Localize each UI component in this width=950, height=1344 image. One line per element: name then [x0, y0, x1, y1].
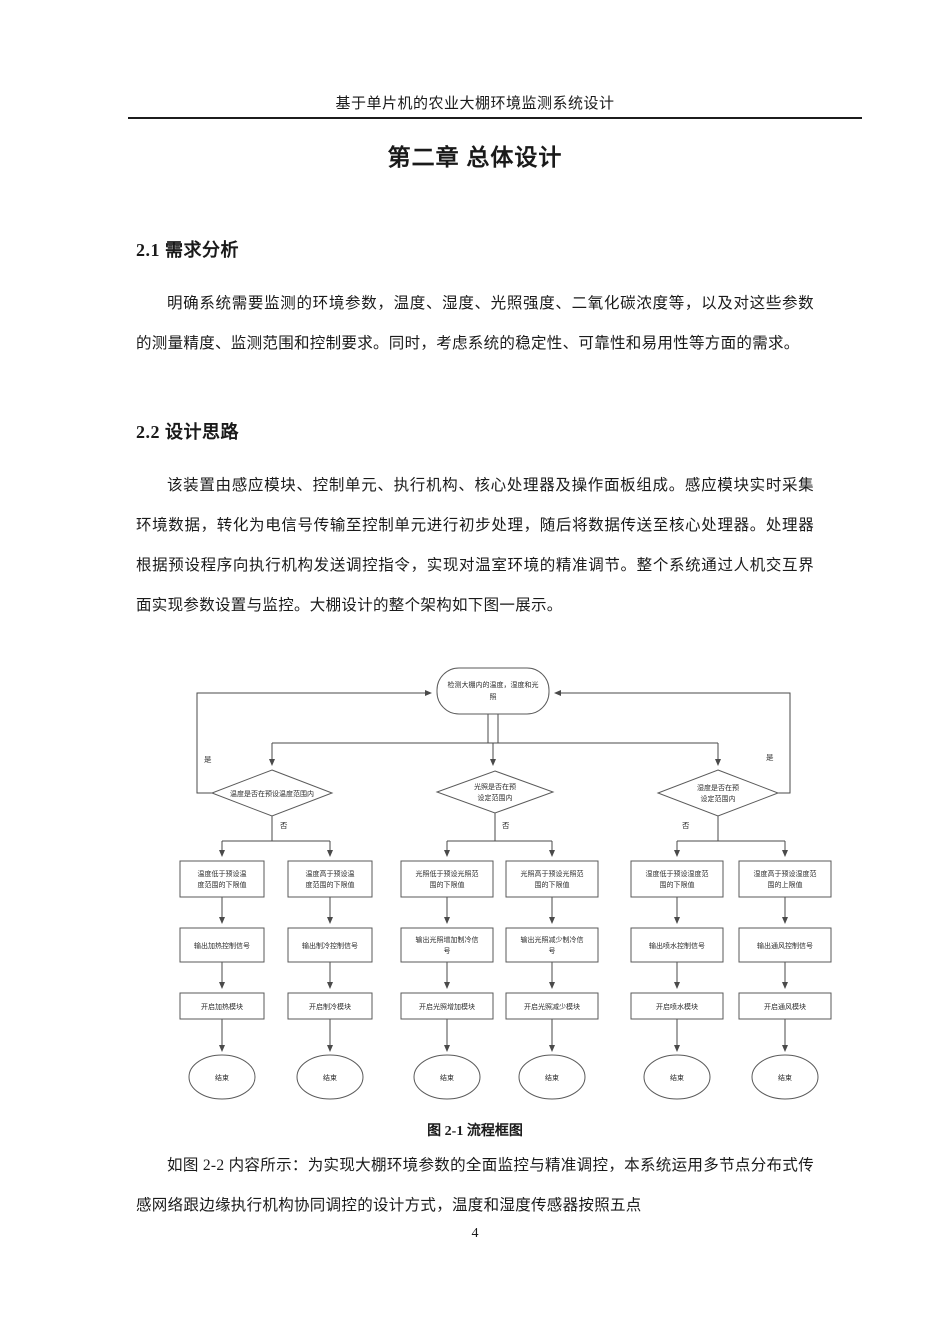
flow-column-heating: 温度低于预设温 度范围的下限值 输出加热控制信号 开启加热模块 结束 — [179, 860, 265, 1100]
page-number: 4 — [471, 1226, 479, 1241]
flow-column-spray: 湿度低于预设湿度范 围的下限值 输出喷水控制信号 开启喷水模块 结束 — [630, 860, 724, 1100]
start-node: 检测大棚内的温度，湿度和光 照 — [436, 667, 550, 715]
signal-box: 输出加热控制信号 — [194, 941, 250, 950]
page-header: 基于单片机的农业大棚环境监测系统设计 — [335, 96, 615, 112]
header-divider — [128, 117, 862, 119]
condition-box: 湿度高于预设湿度范 — [754, 869, 817, 878]
flowchart-figure: 检测大棚内的温度，湿度和光 照 温度是否在预设温度范围内 光照是否在预 设定范围… — [179, 667, 832, 1100]
flow-column-light-increase: 光照低于预设光照范 围的下限值 输出光照增加制冷信 号 开启光照增加模块 结束 — [400, 860, 494, 1100]
module-box: 开启喷水模块 — [656, 1002, 698, 1011]
condition-box: 光照低于预设光照范 — [416, 869, 479, 878]
decision-light: 光照是否在预 设定范围内 — [435, 770, 555, 814]
decision-humidity-label1: 湿度是否在预 — [697, 783, 739, 792]
signal-box: 输出制冷控制信号 — [302, 941, 358, 950]
condition-box: 温度低于预设温 — [198, 869, 247, 878]
no-label-right: 否 — [682, 821, 690, 830]
decision-temperature-label: 温度是否在预设温度范围内 — [230, 789, 314, 798]
signal-box: 输出光照减少制冷信 — [521, 935, 584, 944]
condition-box-line2: 度范围的下限值 — [198, 880, 247, 889]
decision-light-label1: 光照是否在预 — [474, 782, 516, 791]
condition-box-line2: 围的下限值 — [535, 880, 570, 889]
condition-box: 光照高于预设光照范 — [521, 869, 584, 878]
module-box: 开启光照减少模块 — [524, 1002, 580, 1011]
condition-box-line2: 围的上限值 — [768, 880, 803, 889]
signal-box-line2: 号 — [549, 947, 556, 955]
figure-caption: 图 2-1 流程框图 — [427, 1124, 523, 1139]
condition-box: 湿度低于预设湿度范 — [646, 869, 709, 878]
end-terminal: 结束 — [778, 1073, 792, 1082]
decision-humidity-label2: 设定范围内 — [701, 794, 736, 803]
end-terminal: 结束 — [670, 1073, 684, 1082]
flow-column-ventilation: 湿度高于预设湿度范 围的上限值 输出通风控制信号 开启通风模块 结束 — [738, 860, 832, 1100]
start-node-line2: 照 — [490, 693, 497, 701]
paragraph-closing: 如图 2-2 内容所示：为实现大棚环境参数的全面监控与精准调控，本系统运用多节点… — [136, 1157, 814, 1214]
section-heading-2-1: 2.1 需求分析 — [136, 240, 239, 260]
no-label-left: 否 — [280, 821, 288, 830]
section-heading-2-2: 2.2 设计思路 — [136, 422, 239, 442]
chapter-title: 第二章 总体设计 — [387, 145, 563, 170]
yes-label-left: 是 — [204, 755, 212, 764]
decision-temperature: 温度是否在预设温度范围内 — [210, 769, 334, 817]
condition-box-line2: 围的下限值 — [660, 880, 695, 889]
module-box: 开启光照增加模块 — [419, 1002, 475, 1011]
end-terminal: 结束 — [440, 1073, 454, 1082]
end-terminal: 结束 — [323, 1073, 337, 1082]
signal-box: 输出喷水控制信号 — [649, 941, 705, 950]
condition-box-line2: 围的下限值 — [430, 880, 465, 889]
signal-box: 输出通风控制信号 — [757, 941, 813, 950]
paragraph-requirements: 明确系统需要监测的环境参数，温度、湿度、光照强度、二氧化碳浓度等，以及对这些参数… — [136, 295, 814, 352]
yes-label-right: 是 — [766, 753, 774, 762]
module-box: 开启通风模块 — [764, 1002, 806, 1011]
paragraph-design: 该装置由感应模块、控制单元、执行机构、核心处理器及操作面板组成。感应模块实时采集… — [136, 477, 814, 614]
flow-column-cooling: 温度高于预设温 度范围的下限值 输出制冷控制信号 开启制冷模块 结束 — [287, 860, 373, 1100]
module-box: 开启加热模块 — [201, 1002, 243, 1011]
decision-humidity: 湿度是否在预 设定范围内 — [656, 769, 780, 817]
no-label-mid: 否 — [502, 821, 510, 830]
end-terminal: 结束 — [545, 1073, 559, 1082]
decision-light-label2: 设定范围内 — [478, 793, 513, 802]
start-node-line1: 检测大棚内的温度，湿度和光 — [448, 680, 539, 689]
condition-box-line2: 度范围的下限值 — [306, 880, 355, 889]
signal-box: 输出光照增加制冷信 — [416, 935, 479, 944]
signal-box-line2: 号 — [444, 947, 451, 955]
flow-column-light-decrease: 光照高于预设光照范 围的下限值 输出光照减少制冷信 号 开启光照减少模块 结束 — [505, 860, 599, 1100]
condition-box: 温度高于预设温 — [306, 869, 355, 878]
end-terminal: 结束 — [215, 1073, 229, 1082]
module-box: 开启制冷模块 — [309, 1002, 351, 1011]
flow-connectors — [196, 690, 791, 1052]
